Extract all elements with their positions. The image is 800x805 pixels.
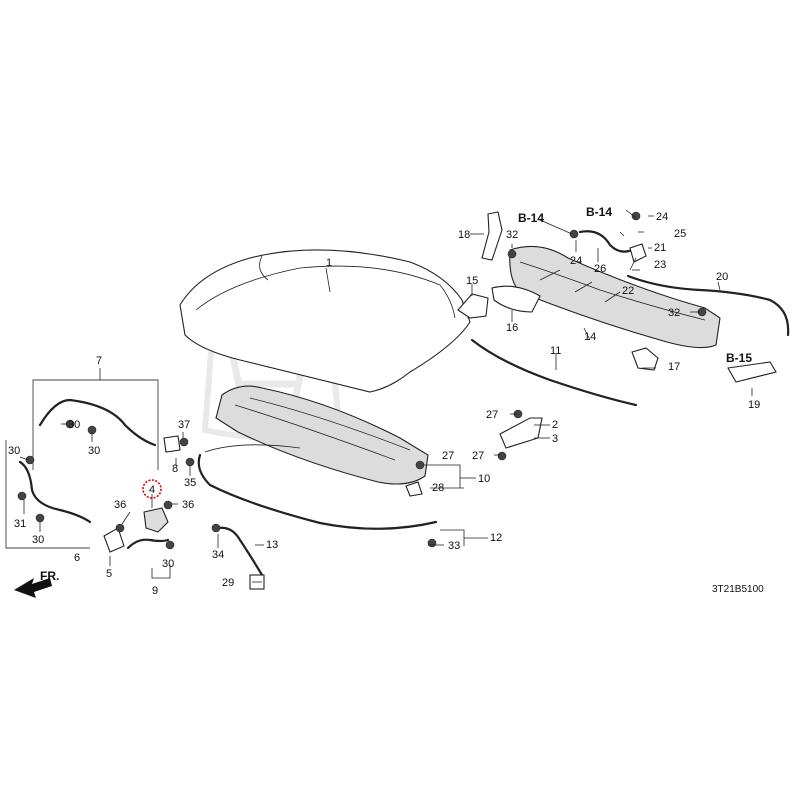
cowl-end-cap	[631, 347, 659, 371]
callout-31: 31	[14, 518, 26, 530]
insulator-clip	[405, 481, 423, 497]
callout-16: 16	[506, 322, 518, 334]
hood-latch-support	[103, 527, 125, 553]
callout-30d: 30	[32, 534, 44, 546]
callout-30a: 30	[68, 419, 80, 431]
diagram-code: 3T21B5100	[712, 584, 764, 595]
washer-joint	[629, 257, 637, 271]
washer-tube	[626, 274, 790, 337]
callout-14: 14	[584, 331, 596, 343]
fastener-33	[427, 538, 437, 548]
callout-7-bracket	[32, 379, 159, 470]
callout-26: 26	[594, 263, 606, 275]
callout-2: 2	[552, 419, 558, 431]
hood-release-cable-lower	[18, 460, 92, 524]
callout-23: 23	[654, 259, 666, 271]
ref-label-b14-right: B-14	[586, 205, 612, 219]
callout-30b: 30	[88, 445, 100, 457]
callout-33: 33	[448, 540, 460, 552]
front-arrow-icon	[14, 578, 52, 598]
hood-release-cable-upper	[38, 398, 157, 447]
fastener-32a	[507, 249, 517, 259]
fastener-27c	[415, 460, 425, 470]
hood-latch-cable	[126, 538, 170, 550]
callout-20: 20	[716, 271, 728, 283]
callout-28: 28	[432, 482, 444, 494]
callout-29: 29	[222, 577, 234, 589]
callout-24b: 24	[656, 211, 668, 223]
hood-seal-end	[204, 444, 301, 453]
callout-8: 8	[172, 463, 178, 475]
washer-hose-short	[578, 230, 634, 253]
fastener-24a	[569, 229, 579, 239]
callout-9: 9	[152, 585, 158, 597]
highlight-ring-4	[142, 479, 162, 499]
callout-37: 37	[178, 419, 190, 431]
callout-21: 21	[654, 242, 666, 254]
fastener-30c	[25, 455, 35, 465]
fastener-37	[179, 437, 189, 447]
callout-27c: 27	[442, 450, 454, 462]
callout-5: 5	[106, 568, 112, 580]
fastener-30e	[165, 540, 175, 550]
hood-rear-weatherstrip	[470, 338, 638, 407]
leader-lines	[19, 209, 753, 583]
callout-35: 35	[184, 477, 196, 489]
ref-label-b15: B-15	[726, 351, 752, 365]
fastener-30d	[35, 513, 45, 523]
callout-6: 6	[74, 552, 80, 564]
fastener-35	[185, 457, 195, 467]
callout-27a: 27	[486, 409, 498, 421]
callout-7: 7	[96, 355, 102, 367]
cowl-seal-pad	[491, 285, 541, 313]
callout-10: 10	[478, 473, 490, 485]
hood-panel	[179, 249, 471, 393]
callout-15: 15	[466, 275, 478, 287]
callout-24a: 24	[570, 255, 582, 267]
callout-3: 3	[552, 433, 558, 445]
hood-latch	[143, 507, 169, 533]
callout-1: 1	[326, 257, 332, 269]
callout-34: 34	[212, 549, 224, 561]
callout-13: 13	[266, 539, 278, 551]
cowl-side-trim	[727, 361, 777, 383]
fastener-31	[17, 491, 27, 501]
fastener-34	[211, 523, 221, 533]
callout-32b: 32	[668, 307, 680, 319]
cowl-top-assembly	[509, 245, 721, 349]
hood-stay-clip	[163, 435, 181, 453]
callout-17: 17	[668, 361, 680, 373]
callout-18: 18	[458, 229, 470, 241]
hood-support-rod	[216, 526, 264, 577]
callout-25: 25	[674, 228, 686, 240]
callout-19: 19	[748, 399, 760, 411]
ref-label-b14-left: B-14	[518, 211, 544, 225]
hood-front-seal	[197, 453, 438, 530]
callout-27b: 27	[472, 450, 484, 462]
callout-22: 22	[622, 285, 634, 297]
hood-insulator	[215, 385, 429, 485]
fastener-36b	[163, 500, 173, 510]
front-label: FR.	[40, 569, 59, 583]
callout-36a: 36	[114, 499, 126, 511]
callout-30e: 30	[162, 558, 174, 570]
hood-side-bracket	[499, 417, 543, 449]
washer-nozzle	[629, 243, 647, 263]
callout-11: 11	[550, 345, 561, 357]
callout-12: 12	[490, 532, 502, 544]
callout-4: 4	[149, 484, 155, 496]
callout-30c: 30	[8, 445, 20, 457]
callout-6-bracket	[5, 440, 90, 549]
cowl-side-bracket	[481, 211, 503, 261]
cowl-small-panel	[457, 293, 489, 319]
fastener-36a	[115, 523, 125, 533]
fastener-27b	[497, 451, 507, 461]
callout-32a: 32	[506, 229, 518, 241]
fastener-24b	[631, 211, 641, 221]
callout-36b: 36	[182, 499, 194, 511]
